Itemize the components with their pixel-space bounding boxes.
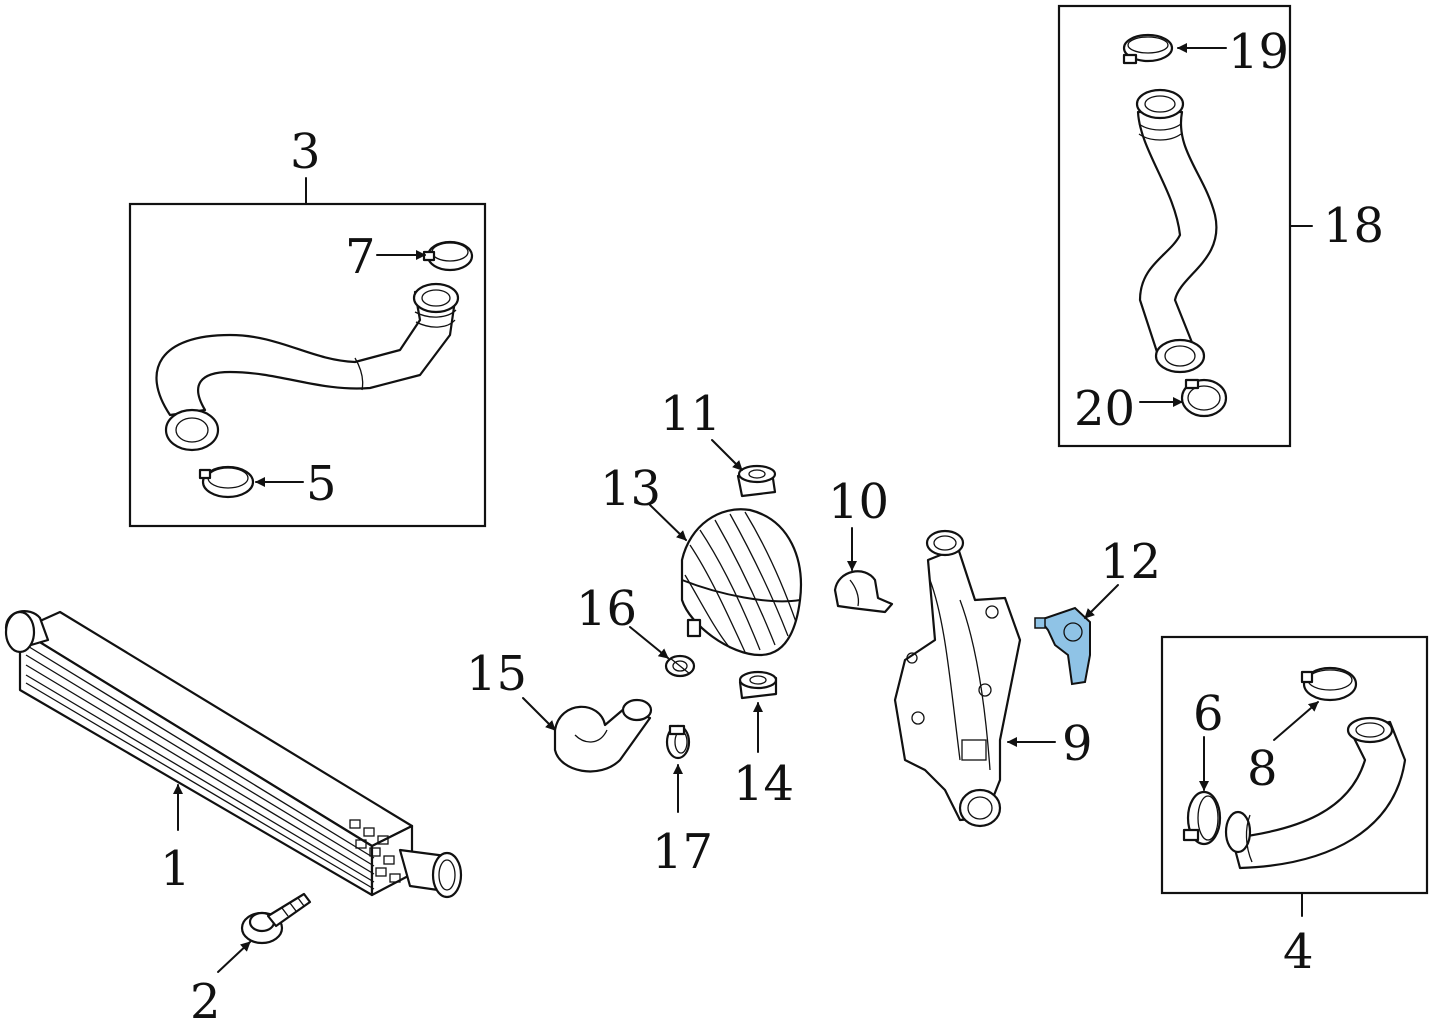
grommet-11[interactable] (736, 464, 777, 498)
callout-18: 18 (1323, 198, 1384, 254)
callout-8: 8 (1247, 741, 1278, 797)
callout-7: 7 (345, 229, 376, 285)
hose-clamp-19[interactable] (1122, 33, 1174, 65)
hose-clamp-20[interactable] (1180, 378, 1228, 418)
callout-5: 5 (306, 456, 337, 512)
callout-17: 17 (652, 824, 713, 880)
callout-15: 15 (466, 646, 527, 702)
callout-1: 1 (160, 841, 191, 897)
callout-labels: 1 2 3 4 5 6 7 8 9 10 11 12 13 14 15 16 1… (160, 24, 1384, 1025)
intake-pipe-housing[interactable] (893, 529, 1022, 828)
callout-20: 20 (1074, 381, 1135, 437)
fitting-16[interactable] (664, 654, 696, 678)
hose-clamp-7[interactable] (422, 240, 474, 272)
callout-10: 10 (828, 474, 889, 530)
resonator-13[interactable] (680, 508, 802, 657)
callout-16: 16 (576, 581, 637, 637)
callout-3: 3 (290, 124, 321, 180)
charge-air-hose-lower[interactable] (1224, 716, 1407, 870)
callout-4: 4 (1283, 924, 1314, 980)
intercooler[interactable] (4, 610, 463, 899)
small-hose-15[interactable] (553, 698, 653, 773)
pressure-sensor-highlighted[interactable] (1034, 606, 1091, 686)
leader-arrows (173, 43, 1319, 973)
group-box-3 (128, 177, 487, 528)
group-box-4 (1160, 635, 1429, 917)
charge-air-hose-upper[interactable] (155, 282, 460, 452)
bolt[interactable] (240, 892, 312, 945)
callout-6: 6 (1193, 686, 1224, 742)
grommet-14[interactable] (738, 670, 778, 700)
hose-clamp-6[interactable] (1182, 790, 1222, 846)
sensor-body (1038, 606, 1091, 686)
callout-9: 9 (1062, 716, 1093, 772)
callout-12: 12 (1100, 534, 1161, 590)
callout-19: 19 (1228, 24, 1289, 80)
callout-11: 11 (660, 386, 721, 442)
group-box-18 (1057, 4, 1313, 448)
callout-14: 14 (733, 756, 794, 812)
callout-13: 13 (600, 461, 661, 517)
bracket-10[interactable] (833, 570, 894, 614)
charge-air-hose-right[interactable] (1135, 88, 1218, 374)
hose-clamp-5[interactable] (198, 465, 255, 499)
callout-2: 2 (190, 974, 221, 1025)
hose-clamp-8[interactable] (1300, 666, 1358, 702)
hose-clamp-17[interactable] (665, 724, 691, 760)
